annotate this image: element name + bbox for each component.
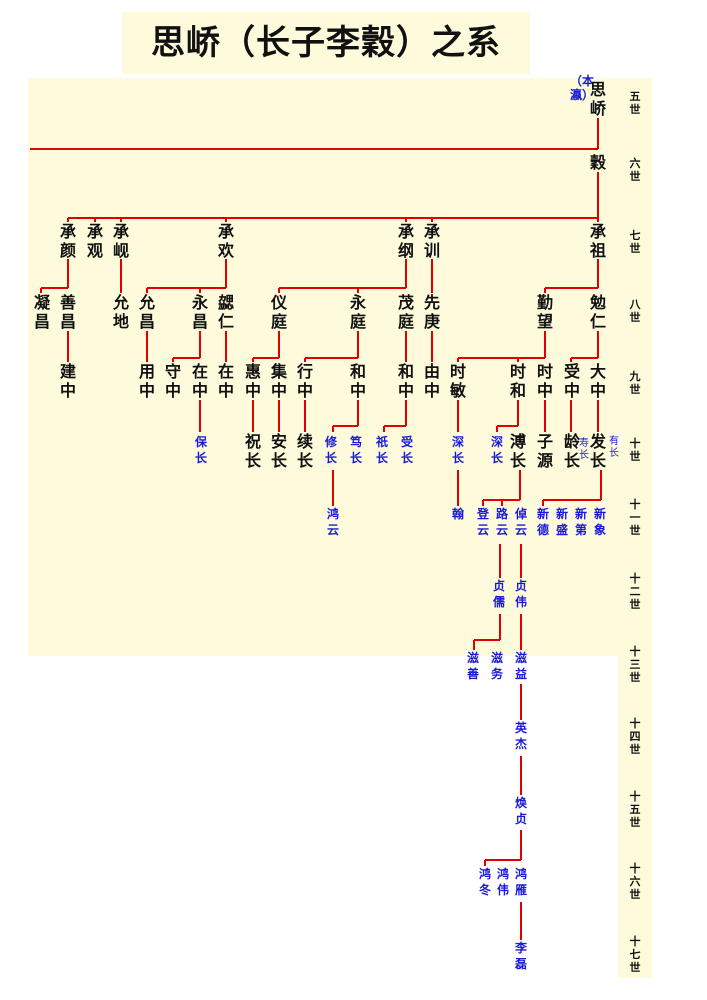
person-node: 永庭 (349, 293, 366, 331)
person-node: 子源 (536, 432, 553, 470)
person-node: 善昌 (59, 293, 76, 331)
person-node: 守中 (164, 362, 181, 400)
person-node: 贞伟 (514, 579, 527, 609)
person-node: 李磊 (514, 941, 527, 971)
person-node: 滋务 (490, 651, 503, 681)
person-node: 和中 (349, 362, 366, 400)
tree-background (28, 78, 618, 656)
person-node: 修长 (324, 435, 337, 465)
gen-label: 七世 (629, 229, 641, 255)
person-node: 倬云 (514, 507, 527, 537)
gen-label: 十七世 (629, 935, 641, 974)
person-node: 由中 (423, 362, 440, 400)
gen-label: 八世 (629, 298, 641, 324)
person-node: 承观 (86, 222, 103, 260)
gen-label: 十四世 (629, 717, 641, 756)
person-node: 承祖 (589, 222, 606, 260)
person-node: 承颜 (59, 222, 76, 260)
person-node: 大中 (589, 362, 606, 400)
person-node: 深长 (451, 435, 464, 465)
gen-label: 九世 (629, 370, 641, 396)
person-node: 登云 (476, 507, 489, 537)
person-node: 茂庭 (397, 293, 414, 331)
person-node: 仪庭 (270, 293, 287, 331)
person-node: 承欢 (217, 222, 234, 260)
person-node: 鸿冬 (478, 867, 491, 897)
person-node: 续长 (296, 432, 313, 470)
title-box: 思峤（长子李穀）之系 (122, 12, 530, 74)
person-node: 祇长 (375, 435, 388, 465)
person-node: 溥长 (509, 432, 526, 470)
person-node: 安长 (270, 432, 287, 470)
generation-column (618, 78, 652, 978)
person-node: 保长 (194, 435, 207, 465)
person-node: 时和 (509, 362, 526, 400)
person-node: 英杰 (514, 721, 527, 751)
gen-label: 十五世 (629, 790, 641, 829)
side-note: 寿长 (579, 438, 589, 461)
person-node: 龄长 (563, 432, 580, 470)
person-node: 发长 (589, 432, 606, 470)
person-node: 允昌 (138, 293, 155, 331)
gen-label: 十三世 (629, 645, 641, 684)
person-node: 在中 (217, 362, 234, 400)
person-node: 用中 (138, 362, 155, 400)
root-note: （本瀛） (570, 74, 595, 102)
person-node: 贞儒 (492, 579, 505, 609)
side-note: 有长 (609, 436, 619, 459)
gen-label: 十六世 (629, 862, 641, 901)
person-node: 新德 (536, 507, 549, 537)
person-node: 永昌 (191, 293, 208, 331)
person-node: 思峤 (589, 80, 606, 118)
person-node: 建中 (59, 362, 76, 400)
person-node: 凝昌 (33, 293, 50, 331)
person-node: 笃长 (349, 435, 362, 465)
person-node: 承训 (423, 222, 440, 260)
gen-label: 十世 (629, 437, 641, 463)
person-node: 在中 (191, 362, 208, 400)
person-node: 集中 (270, 362, 287, 400)
person-node: 勰仁 (217, 293, 234, 331)
person-node: 鸿云 (326, 507, 339, 537)
gen-label: 六世 (629, 157, 641, 183)
person-node: 受中 (563, 362, 580, 400)
person-node: 祝长 (244, 432, 261, 470)
person-node: 先庚 (423, 293, 440, 331)
person-node: 受长 (400, 435, 413, 465)
person-node: 鸿雁 (514, 867, 527, 897)
person-node: 勉仁 (589, 293, 606, 331)
gen-label: 十一世 (629, 498, 641, 537)
person-node: 行中 (296, 362, 313, 400)
person-node: 时中 (536, 362, 553, 400)
person-node: 勤望 (536, 293, 553, 331)
person-node: 翰 (451, 507, 464, 521)
gen-label: 十二世 (629, 572, 641, 611)
person-node: 滋益 (514, 651, 527, 681)
person-node: 路云 (495, 507, 508, 537)
person-node: 和中 (397, 362, 414, 400)
person-node: 深长 (490, 435, 503, 465)
person-node: 鸿伟 (496, 867, 509, 897)
gen-label: 五世 (629, 90, 641, 116)
person-node: 承纲 (397, 222, 414, 260)
person-node: 时敏 (449, 362, 466, 400)
person-node: 允地 (112, 293, 129, 331)
person-node: 新盛 (555, 507, 568, 537)
person-node: 承岘 (112, 222, 129, 260)
person-node: 焕贞 (514, 796, 527, 826)
person-node: 穀 (589, 153, 606, 172)
person-node: 新第 (574, 507, 587, 537)
person-node: 新象 (593, 507, 606, 537)
chart-title: 思峤（长子李穀）之系 (151, 23, 501, 63)
person-node: 滋善 (466, 651, 479, 681)
person-node: 惠中 (244, 362, 261, 400)
